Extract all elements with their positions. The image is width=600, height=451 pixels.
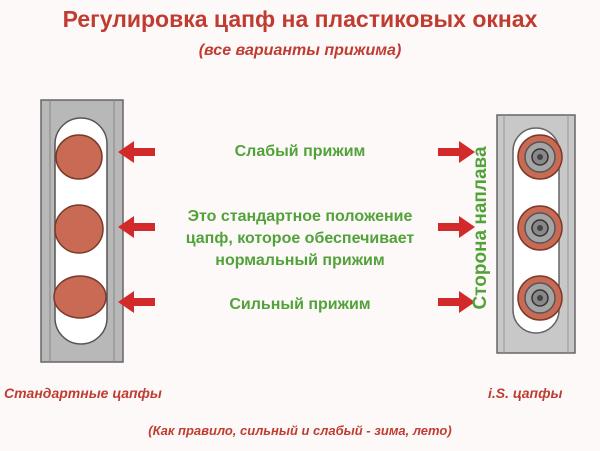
trunnion-standard <box>54 204 104 254</box>
arrow-left-strong-icon <box>118 291 155 313</box>
label-standard-line-1: Это стандартное положение <box>187 208 413 225</box>
arrow-right-strong-icon <box>438 291 475 313</box>
caption-standard-trunnions: Стандартные цапфы <box>4 385 162 401</box>
page-title: Регулировка цапф на пластиковых окнах <box>62 6 538 32</box>
right-trunnion-strip <box>496 114 576 354</box>
is-trunnion-strong <box>517 275 563 321</box>
label-weak: Слабый прижим <box>234 143 366 160</box>
label-strong: Сильный прижим <box>229 296 371 313</box>
arrow-left-weak-icon <box>118 141 155 163</box>
page-subtitle: (все варианты прижима) <box>198 42 402 59</box>
label-standard-line-2: цапф, которое обеспечивает <box>185 230 415 247</box>
left-trunnion-strip <box>40 99 124 363</box>
arrow-right-weak-icon <box>438 141 475 163</box>
arrow-left-standard-icon <box>118 216 155 238</box>
trunnion-strong <box>53 275 107 319</box>
is-trunnion-weak <box>517 134 563 180</box>
footnote: (Как правило, сильный и слабый - зима, л… <box>148 423 452 438</box>
side-label-vertical: Сторона наплава <box>470 146 491 310</box>
is-trunnion-standard <box>517 205 563 251</box>
trunnion-weak <box>55 134 103 180</box>
arrow-right-standard-icon <box>438 216 475 238</box>
caption-is-trunnions: i.S. цапфы <box>488 385 563 401</box>
label-standard-line-3: нормальный прижим <box>215 252 385 269</box>
